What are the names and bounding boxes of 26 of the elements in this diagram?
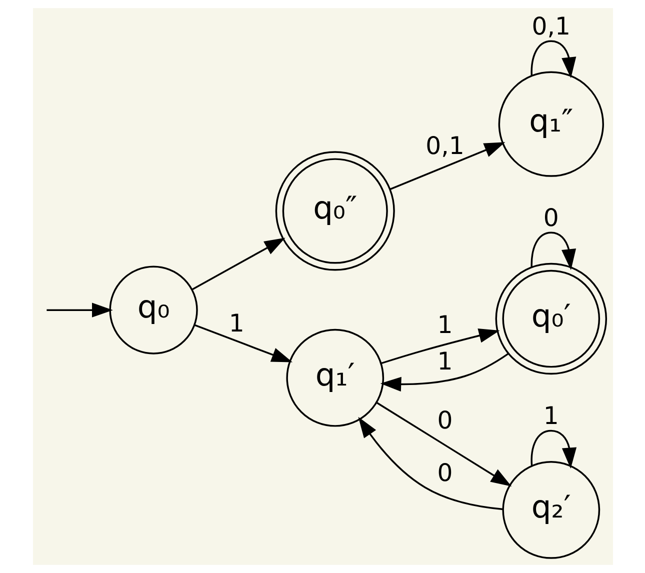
arrow [191, 238, 285, 290]
edge-label: 0 [436, 458, 452, 487]
arrow [358, 416, 503, 510]
node-circle: q₀ [108, 266, 198, 354]
edge-label: 1 [228, 308, 244, 338]
edge-label: 1 [436, 346, 452, 376]
arrow [530, 232, 576, 270]
arrow [389, 142, 505, 190]
edge-label: 0 [436, 406, 452, 435]
arrow [46, 302, 112, 318]
edge-label: 0,1 [531, 12, 570, 41]
edge-label: 0 [542, 202, 558, 232]
arrow [530, 430, 576, 469]
arrow [380, 353, 508, 392]
arrow [194, 324, 292, 362]
node-circle: q₁″ [498, 71, 604, 177]
node-circle: q₁′ [286, 328, 384, 427]
arrow [380, 328, 500, 364]
node-circle: q₂′ [502, 461, 600, 559]
arrow [375, 402, 512, 487]
node-circle: q₀′ [494, 262, 607, 375]
node-circle: q₀″ [274, 151, 394, 271]
arrow [530, 40, 576, 78]
edge-label: 0,1 [425, 130, 464, 160]
edge-label: 1 [542, 401, 558, 430]
edge-label: 1 [436, 310, 452, 340]
